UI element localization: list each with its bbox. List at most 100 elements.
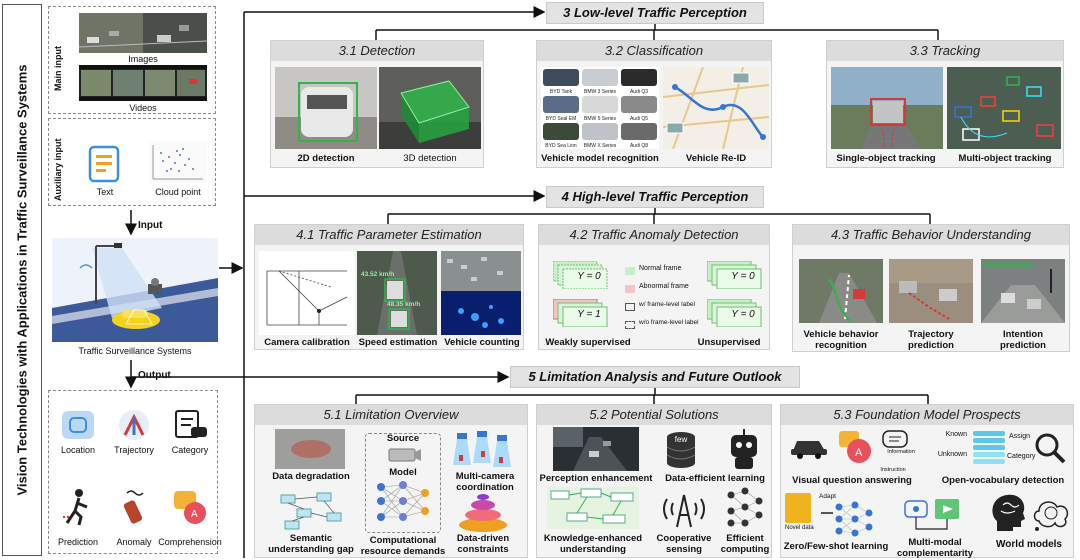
legend-with-label: w/ frame-level label (639, 301, 695, 308)
knowledge-graph-image (547, 487, 639, 529)
novel-data-tag: Novel data (785, 525, 814, 531)
output-prediction-label: Prediction (57, 537, 99, 547)
neural-network-icon (373, 479, 433, 525)
car-model-name: BYD Seal EM (546, 116, 577, 122)
data-efficient-label: Data-efficient learning (665, 473, 765, 484)
car-thumbnail (543, 96, 579, 113)
main-input-box: Main input Images Videos (48, 6, 216, 114)
intention-prediction-image (981, 259, 1065, 323)
open-vocab-label: Open-vocabulary detection (941, 475, 1065, 486)
camera-calibration-label: Camera calibration (264, 337, 350, 348)
unsupervised-label: Unsupervised (697, 337, 761, 348)
trajectory-prediction-image (889, 259, 973, 323)
category-icon (171, 407, 209, 443)
data-driven-label: Data-driven constraints (456, 533, 510, 555)
data-degradation-image (275, 429, 345, 469)
data-degradation-label: Data degradation (272, 471, 350, 482)
weak-label-y0: Y = 0 (577, 271, 601, 282)
main-input-label: Main input (53, 46, 63, 91)
car-model-name: Audi Q5 (630, 116, 648, 122)
behavior-recognition-label: Vehicle behavior recognition (803, 329, 879, 351)
anomaly-icon (115, 487, 153, 527)
car-thumbnail (621, 96, 657, 113)
output-location-label: Location (60, 445, 96, 455)
open-vocab-stack (971, 429, 1007, 465)
text-label: Text (96, 187, 114, 197)
legend-abnormal-swatch (625, 285, 635, 293)
car-model-name: BYD Tank (550, 89, 573, 95)
car-model-name: BMW X Series (584, 143, 617, 149)
car-thumbnail (621, 69, 657, 86)
legend-with-label-swatch (625, 303, 635, 311)
unknown-tag: Unknown (937, 451, 967, 458)
vqa-translate-icon: A (837, 429, 873, 465)
cloud-point-label: Cloud point (155, 187, 201, 197)
legend-without-label-swatch (625, 321, 635, 329)
output-trajectory-label: Trajectory (114, 445, 154, 455)
car-model-name: BYD Sea Lion (545, 143, 577, 149)
speed-readout-2: 48.35 km/h (387, 301, 421, 308)
vehicle-model-label: Vehicle model recognition (541, 153, 659, 164)
car-thumbnail (582, 69, 618, 86)
input-label: Input (138, 220, 163, 231)
cooperative-sensing-icon (657, 489, 711, 529)
vehicle-counting-image (441, 251, 521, 335)
detection-2d-image (275, 67, 377, 149)
vehicle-reid-map (663, 67, 769, 149)
car-thumbnail (582, 123, 618, 140)
svg-text:A: A (855, 447, 863, 459)
vqa-instruction-tag: Instruction (880, 467, 906, 473)
weak-label-y1: Y = 1 (577, 309, 601, 320)
panel-5-1-limitation-overview: 5.1 Limitation Overview Data degradation… (254, 404, 528, 558)
assign-tag: Assign (1009, 433, 1031, 440)
text-doc-icon (87, 145, 123, 183)
panel-3-3-tracking: 3.3 Tracking Single-object tracking Mult… (826, 40, 1064, 168)
panel-3-3-title: 3.3 Tracking (827, 41, 1063, 61)
head-icon (987, 491, 1029, 535)
main-title: Vision Technologies with Applications in… (14, 64, 30, 496)
panel-3-1-title: 3.1 Detection (271, 41, 483, 61)
auxiliary-input-label: Auxiliary input (53, 138, 63, 201)
section4-banner: 4 High-level Traffic Perception (546, 186, 764, 208)
multimodal-label: Multi-modal complementarity (896, 537, 974, 559)
vehicle-model-grid: BYD Tank BMW 3 Series Audi Q3 BYD Seal EM BM… (541, 67, 659, 149)
panel-5-2-title: 5.2 Potential Solutions (537, 405, 771, 425)
model-label: Model (389, 467, 417, 478)
panel-5-3-title: 5.3 Foundation Model Prospects (781, 405, 1073, 425)
videos-filmstrip (79, 65, 207, 101)
source-label: Source (386, 433, 420, 444)
images-thumb (79, 13, 207, 53)
semantic-graph-icon (277, 491, 347, 531)
panel-5-1-title: 5.1 Limitation Overview (255, 405, 527, 425)
cooperative-sensing-label: Cooperative sensing (656, 533, 712, 555)
multimodal-icon (901, 495, 969, 535)
detection-3d-image (379, 67, 481, 149)
semantic-gap-label: Semantic understanding gap (268, 533, 354, 555)
zero-few-shot-label: Zero/Few-shot learning (783, 541, 889, 552)
panel-5-3-foundation-model: 5.3 Foundation Model Prospects A Informa… (780, 404, 1074, 559)
anomaly-legend: Normal frame Abnormal frame w/ frame-lev… (625, 265, 705, 335)
output-anomaly-label: Anomaly (116, 537, 152, 547)
efficient-computing-icon (723, 485, 767, 529)
panel-3-1-detection: 3.1 Detection 2D detection 3D detection (270, 40, 484, 168)
panel-4-3-behavior-understanding: 4.3 Traffic Behavior Understanding Vehic… (792, 224, 1070, 352)
images-label: Images (128, 54, 158, 64)
car-model-name: BMW 3 Series (584, 89, 616, 95)
weak-stack-normal: Y = 0 (553, 261, 609, 289)
unsup-stack-1: Y = 0 (707, 261, 763, 289)
output-label: Output (138, 370, 171, 381)
comprehension-icon: A (171, 487, 209, 527)
world-models-label: World models (996, 539, 1062, 550)
unsup-stack-2: Y = 0 (707, 299, 763, 327)
intention-prediction-label: Intention prediction (1000, 329, 1046, 351)
car-model-name: Audi Q3 (630, 89, 648, 95)
behavior-recognition-image (799, 259, 883, 323)
output-box: Location Trajectory Category Prediction … (48, 390, 222, 554)
perception-enhancement-image (553, 427, 639, 471)
perception-enhancement-label: Perception enhancement (539, 473, 653, 484)
traffic-system-illustration (52, 238, 218, 342)
section3-banner: 3 Low-level Traffic Perception (546, 2, 764, 24)
auxiliary-input-box: Auxiliary input Text Cloud point (48, 118, 216, 206)
